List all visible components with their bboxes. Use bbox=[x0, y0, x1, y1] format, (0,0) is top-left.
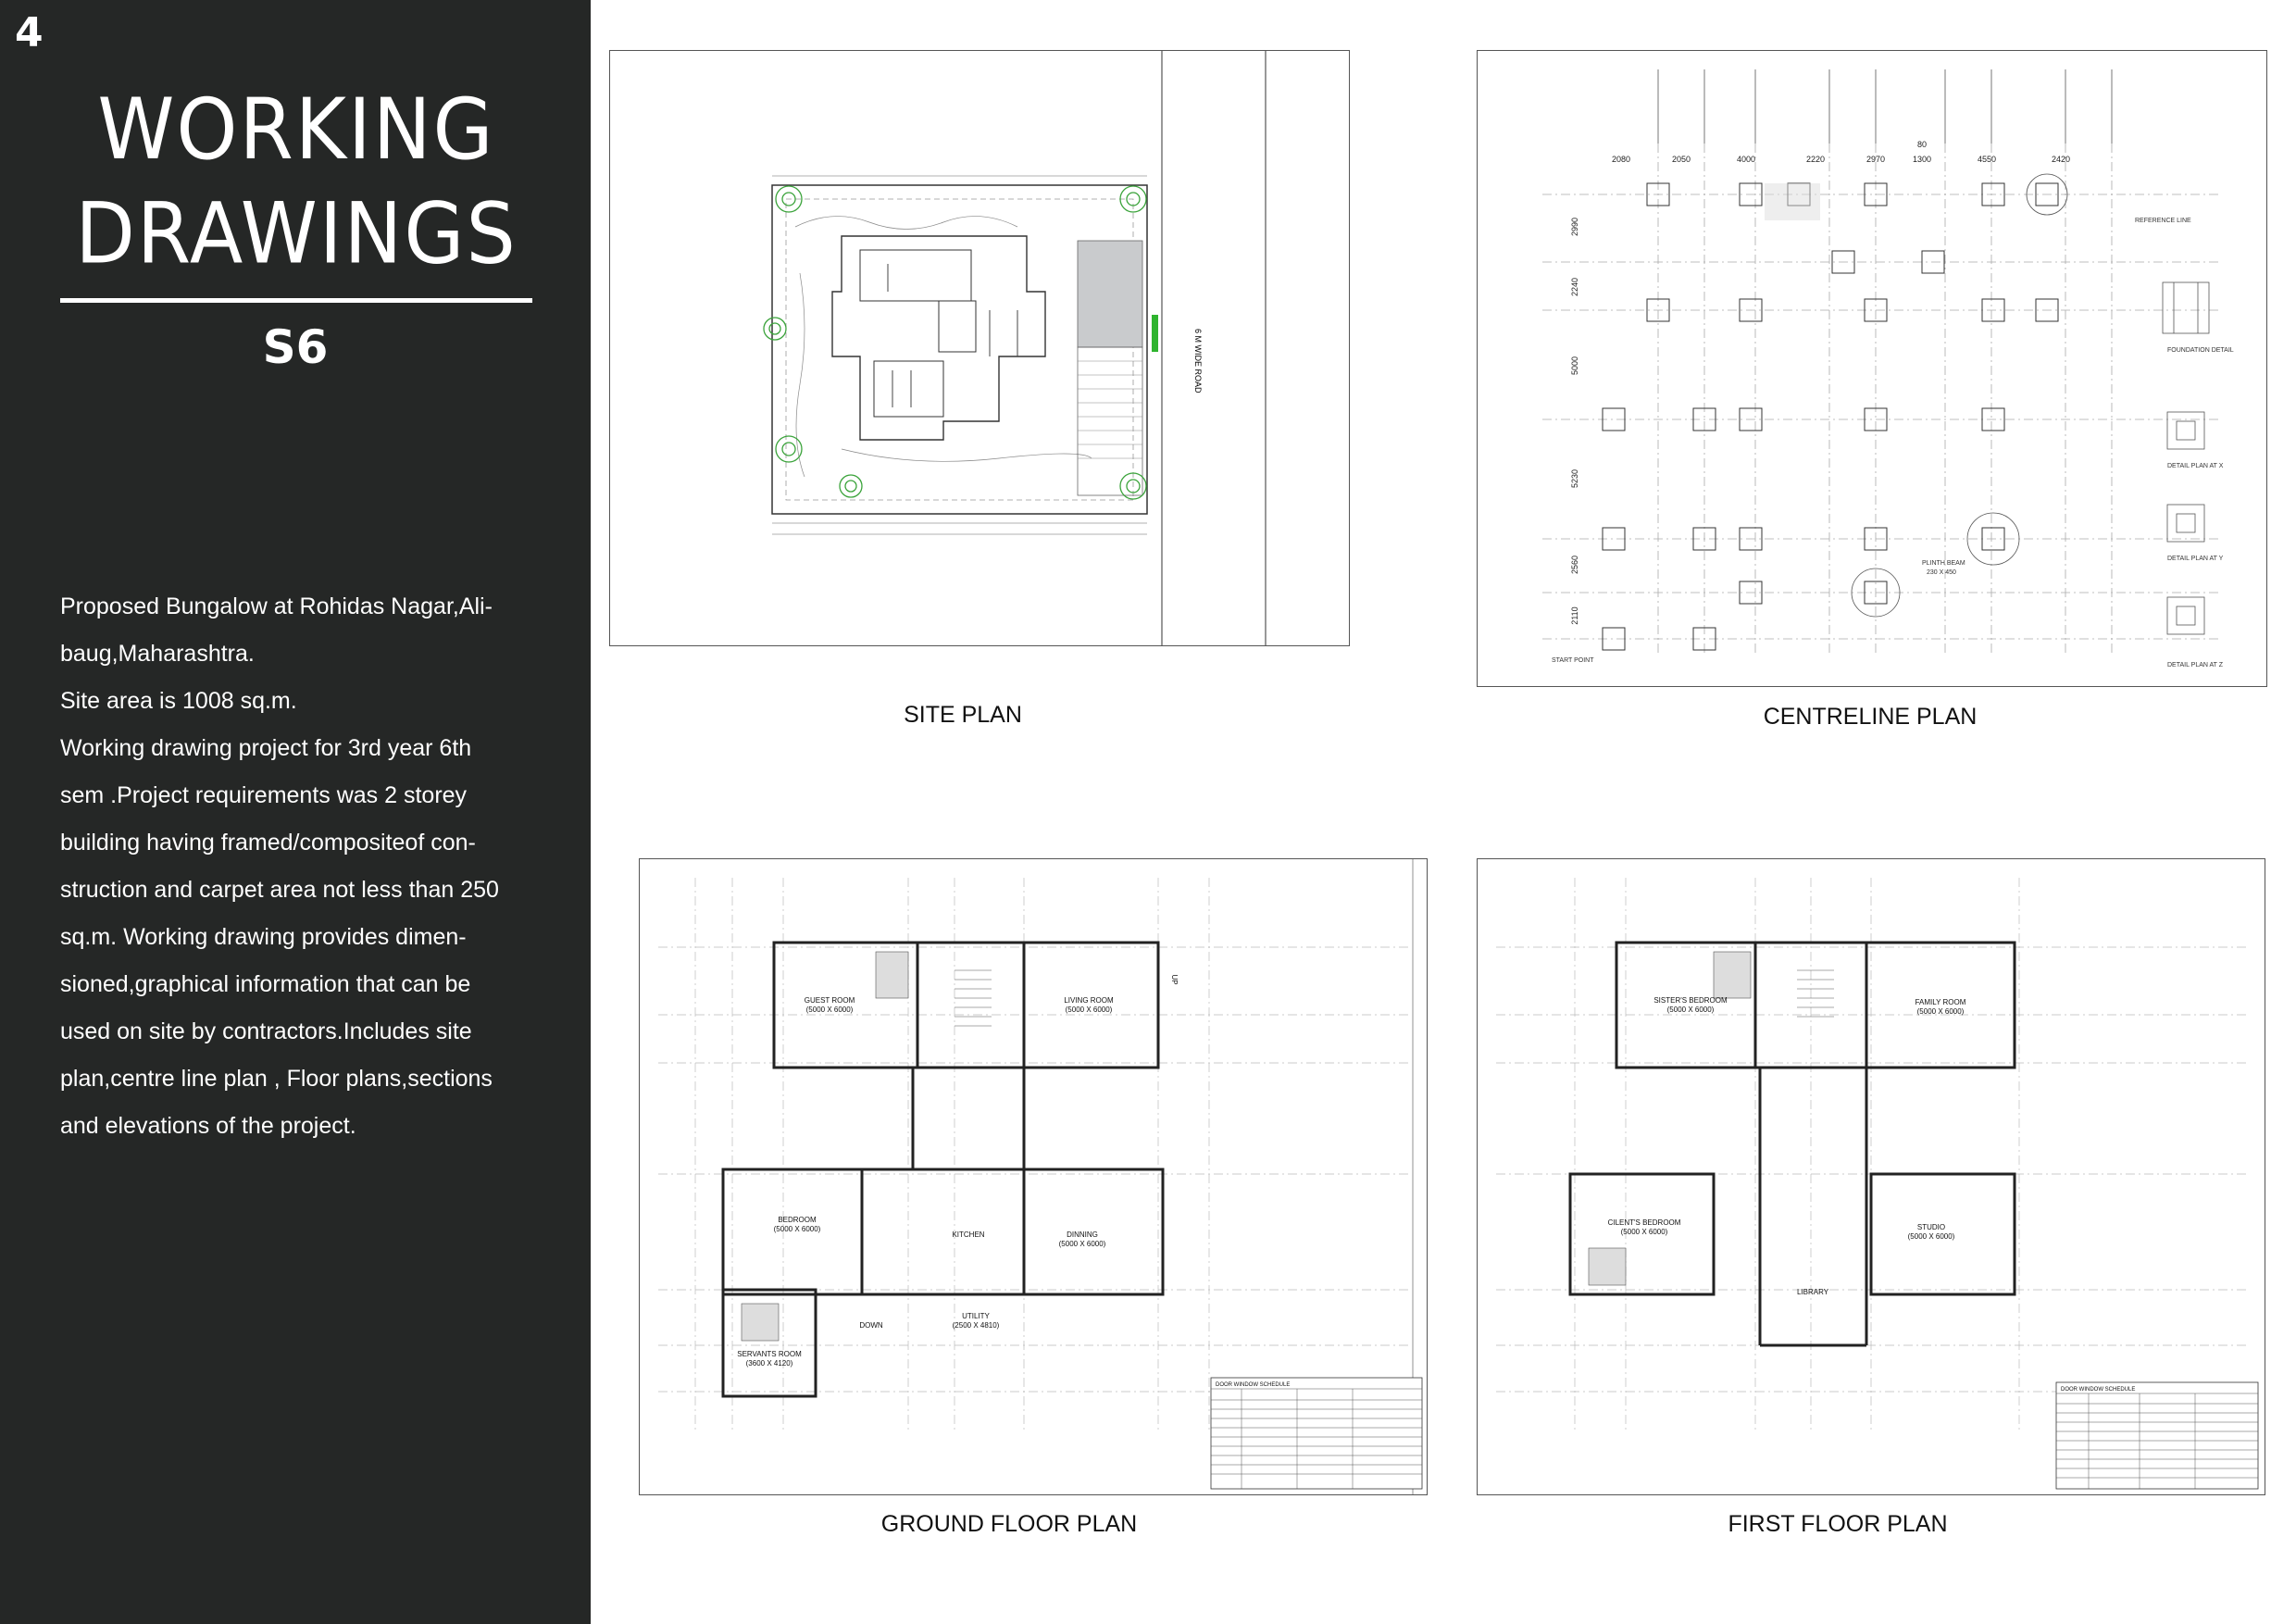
side-dim: 5230 bbox=[1570, 469, 1579, 488]
detail-z-label: DETAIL PLAN AT Z bbox=[2167, 662, 2224, 668]
room-bedroom: BEDROOM bbox=[778, 1216, 817, 1224]
first-floor-plan-svg: SISTER'S BEDROOM (5000 X 6000) FAMILY RO… bbox=[1496, 878, 2259, 1490]
sidebar: 4 WORKING DRAWINGS S6 Proposed Bungalow … bbox=[0, 0, 591, 1624]
side-dim: 2240 bbox=[1570, 278, 1579, 296]
top-dim: 2970 bbox=[1866, 155, 1885, 164]
centreline-plan-caption: CENTRELINE PLAN bbox=[1763, 704, 1978, 730]
room-dinning: DINNING bbox=[1067, 1230, 1098, 1239]
top-dim: 4550 bbox=[1978, 155, 1996, 164]
room-bedroom-size: (5000 X 6000) bbox=[774, 1225, 821, 1233]
top-dim: 4000 bbox=[1737, 155, 1755, 164]
detail-y-label: DETAIL PLAN AT Y bbox=[2167, 556, 2224, 562]
road-label: 6 M WIDE ROAD bbox=[1193, 329, 1203, 394]
sheet-code: S6 bbox=[262, 320, 329, 374]
description-line: sq.m. Working drawing provides dimen- bbox=[60, 924, 467, 950]
room-servants: SERVANTS ROOM bbox=[737, 1350, 802, 1358]
description-line: building having framed/compositeof con- bbox=[60, 830, 476, 856]
reference-line-label: REFERENCE LINE bbox=[2135, 218, 2191, 224]
description-line: used on site by contractors.Includes sit… bbox=[60, 1018, 472, 1044]
room-family-size: (5000 X 6000) bbox=[1917, 1007, 1965, 1016]
description-line: Working drawing project for 3rd year 6th bbox=[60, 735, 472, 761]
ground-floor-plan-caption: GROUND FLOOR PLAN bbox=[880, 1511, 1138, 1537]
room-dinning-size: (5000 X 6000) bbox=[1059, 1240, 1106, 1248]
first-floor-plan-drawing: SISTER'S BEDROOM (5000 X 6000) FAMILY RO… bbox=[1477, 858, 2265, 1495]
description-line: baug,Maharashtra. bbox=[60, 641, 255, 667]
room-library: LIBRARY bbox=[1797, 1288, 1829, 1296]
room-utility: UTILITY bbox=[962, 1312, 990, 1320]
room-utility-size: (2500 X 4810) bbox=[953, 1321, 1000, 1330]
side-dim: 2110 bbox=[1570, 606, 1579, 624]
title-line-1: WORKING bbox=[97, 80, 495, 179]
plinth-beam-label: PLINTH BEAM bbox=[1922, 560, 1965, 567]
foundation-detail-label: FOUNDATION DETAIL bbox=[2167, 347, 2234, 354]
site-plan-svg: 6 M WIDE ROAD bbox=[763, 51, 1267, 645]
side-dim: 2560 bbox=[1570, 556, 1579, 574]
start-point-label: START POINT bbox=[1552, 657, 1594, 664]
ground-floor-plan-svg: GUEST ROOM (5000 X 6000) LIVING ROOM (50… bbox=[658, 859, 1423, 1494]
site-plan-caption: SITE PLAN bbox=[904, 702, 1022, 728]
page-title: WORKING DRAWINGS bbox=[56, 78, 537, 286]
room-guest-size: (5000 X 6000) bbox=[806, 1006, 854, 1014]
plinth-beam-size: 230 X 450 bbox=[1927, 569, 1956, 576]
description-line: Site area is 1008 sq.m. bbox=[60, 688, 297, 714]
side-dim: 2990 bbox=[1570, 218, 1579, 236]
schedule-title: DOOR WINDOW SCHEDULE bbox=[2061, 1387, 2135, 1393]
description-line: plan,centre line plan , Floor plans,sect… bbox=[60, 1066, 493, 1092]
room-living-size: (5000 X 6000) bbox=[1066, 1006, 1113, 1014]
description-line: sem .Project requirements was 2 storey bbox=[60, 782, 468, 808]
detail-x-label: DETAIL PLAN AT X bbox=[2167, 463, 2224, 469]
title-divider bbox=[60, 298, 532, 303]
site-plan-drawing: 6 M WIDE ROAD bbox=[609, 50, 1350, 646]
title-line-2: DRAWINGS bbox=[75, 184, 518, 283]
page-number: 4 bbox=[15, 9, 44, 56]
room-living: LIVING ROOM bbox=[1064, 996, 1114, 1005]
stair-up-label: UP bbox=[1170, 974, 1179, 984]
top-dim: 1300 bbox=[1913, 155, 1931, 164]
room-guest: GUEST ROOM bbox=[805, 996, 855, 1005]
description-line: sioned,graphical information that can be bbox=[60, 971, 471, 997]
top-dim: 2220 bbox=[1806, 155, 1825, 164]
room-servants-size: (3600 X 4120) bbox=[746, 1359, 793, 1368]
top-dim: 80 bbox=[1917, 140, 1927, 149]
room-studio-size: (5000 X 6000) bbox=[1908, 1232, 1955, 1241]
room-sister-size: (5000 X 6000) bbox=[1667, 1006, 1715, 1014]
description-line: and elevations of the project. bbox=[60, 1113, 356, 1139]
project-description: Proposed Bungalow at Rohidas Nagar,Ali- … bbox=[60, 583, 542, 1150]
side-dim: 5000 bbox=[1570, 356, 1579, 375]
description-line: Proposed Bungalow at Rohidas Nagar,Ali- bbox=[60, 593, 493, 619]
ground-floor-plan-drawing: GUEST ROOM (5000 X 6000) LIVING ROOM (50… bbox=[639, 858, 1428, 1495]
first-floor-plan-caption: FIRST FLOOR PLAN bbox=[1728, 1511, 1948, 1537]
top-dim: 2420 bbox=[2052, 155, 2070, 164]
centreline-plan-svg: 2080 2050 4000 2220 2970 80 1300 4550 24… bbox=[1542, 69, 2234, 668]
schedule-title: DOOR WINDOW SCHEDULE bbox=[1216, 1382, 1290, 1388]
centreline-plan-drawing: 2080 2050 4000 2220 2970 80 1300 4550 24… bbox=[1477, 50, 2267, 687]
stair-down-label: DOWN bbox=[859, 1321, 883, 1330]
room-studio: STUDIO bbox=[1917, 1223, 1945, 1231]
room-client-size: (5000 X 6000) bbox=[1621, 1228, 1668, 1236]
room-family: FAMILY ROOM bbox=[1915, 998, 1966, 1006]
top-dim: 2080 bbox=[1612, 155, 1630, 164]
description-line: struction and carpet area not less than … bbox=[60, 877, 499, 903]
room-sister: SISTER'S BEDROOM bbox=[1653, 996, 1728, 1005]
room-client: CILENT'S BEDROOM bbox=[1608, 1218, 1681, 1227]
top-dim: 2050 bbox=[1672, 155, 1691, 164]
room-kitchen: KITCHEN bbox=[952, 1230, 984, 1239]
